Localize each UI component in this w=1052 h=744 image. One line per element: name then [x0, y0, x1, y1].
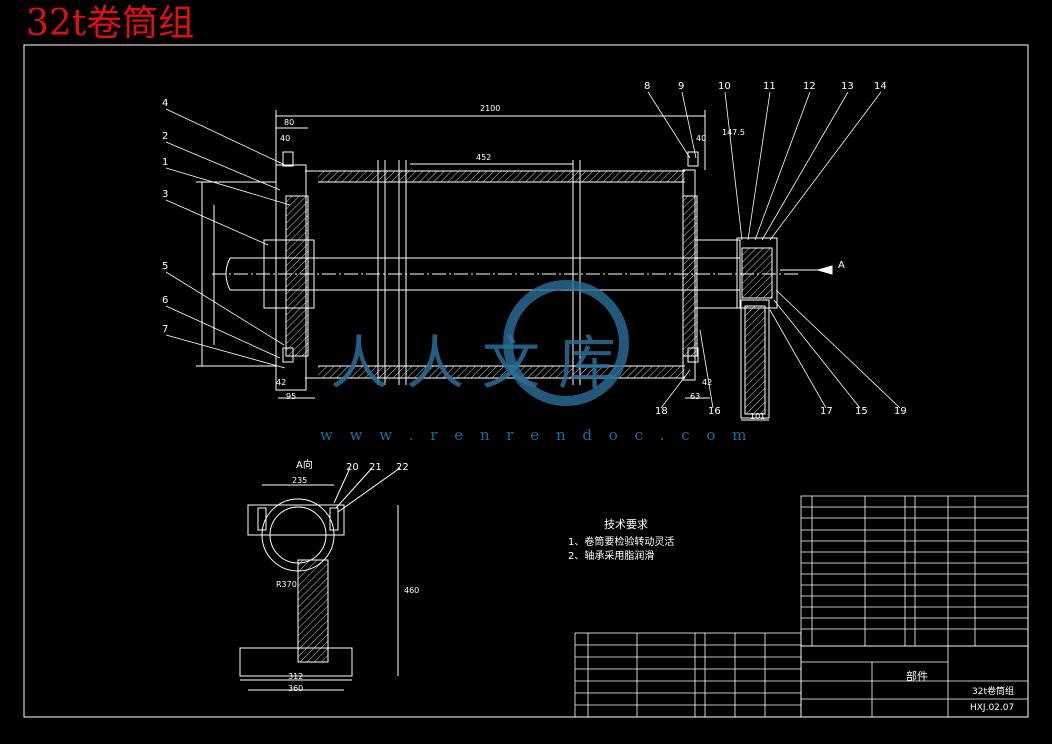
callout-11: 11	[763, 81, 776, 92]
callout-16: 16	[708, 406, 721, 417]
dim-length-total: 2100	[480, 104, 501, 113]
watermark-logo	[503, 280, 629, 406]
callout-15: 15	[855, 406, 868, 417]
dim-view-a-top: 235	[292, 476, 308, 485]
callout-10: 10	[718, 81, 731, 92]
dim-right-bottom-2: 42	[702, 378, 713, 387]
callout-1: 1	[162, 157, 169, 168]
tech-requirement-1: 1、卷筒要检验转动灵活	[568, 537, 675, 548]
view-a-drawing	[239, 467, 401, 691]
dim-right-bottom-3: 101	[750, 412, 766, 421]
dim-right-gap: 147.5	[722, 128, 745, 137]
callout-9: 9	[678, 81, 685, 92]
watermark-url: w w w . r e n r e n d o c . c o m	[320, 426, 753, 444]
parts-list-table	[800, 495, 1029, 647]
dim-left-bottom-1: 42	[276, 378, 287, 387]
view-a-label: A向	[296, 460, 313, 471]
callout-13: 13	[841, 81, 854, 92]
dim-view-a-bottom-1: 312	[288, 672, 304, 681]
callout-18: 18	[655, 406, 668, 417]
callout-19: 19	[894, 406, 907, 417]
dim-left-bottom-2: 95	[286, 392, 297, 401]
callout-6: 6	[162, 295, 169, 306]
callout-22: 22	[396, 462, 409, 473]
dim-offset-left: 40	[280, 134, 291, 143]
dim-flange-left: 80	[284, 118, 295, 127]
drawing-border	[23, 44, 1029, 718]
dim-view-a-height: 460	[404, 586, 420, 595]
tech-requirement-2: 2、轴承采用脂润滑	[568, 551, 655, 562]
callout-7: 7	[162, 324, 169, 335]
title-block-name: 32t卷筒组	[972, 687, 1014, 697]
drawing-title: 32t卷筒组	[26, 3, 195, 44]
title-block-drawing-no: HXJ.02.07	[970, 703, 1015, 713]
dim-offset-right: 40	[696, 134, 707, 143]
callout-21: 21	[369, 462, 382, 473]
dim-pitch: 452	[476, 153, 492, 162]
title-block-part-label: 部件	[906, 670, 928, 683]
callout-17: 17	[820, 406, 833, 417]
callout-8: 8	[644, 81, 651, 92]
callout-20: 20	[346, 462, 359, 473]
callout-4: 4	[162, 98, 169, 109]
callout-leaders	[165, 91, 901, 409]
title-block	[800, 645, 1029, 718]
parts-list-table-2	[574, 632, 802, 718]
tech-requirements-heading: 技术要求	[604, 518, 648, 531]
callout-5: 5	[162, 261, 169, 272]
callout-14: 14	[874, 81, 887, 92]
dim-view-a-bottom-2: 360	[288, 684, 304, 693]
dim-view-a-radius: R370	[276, 580, 297, 589]
direction-a-label: A	[838, 260, 845, 271]
watermark-chars: 人人文库	[330, 329, 635, 397]
callout-2: 2	[162, 131, 169, 142]
callout-3: 3	[162, 189, 169, 200]
dim-right-bottom-1: 63	[690, 392, 701, 401]
callout-12: 12	[803, 81, 816, 92]
